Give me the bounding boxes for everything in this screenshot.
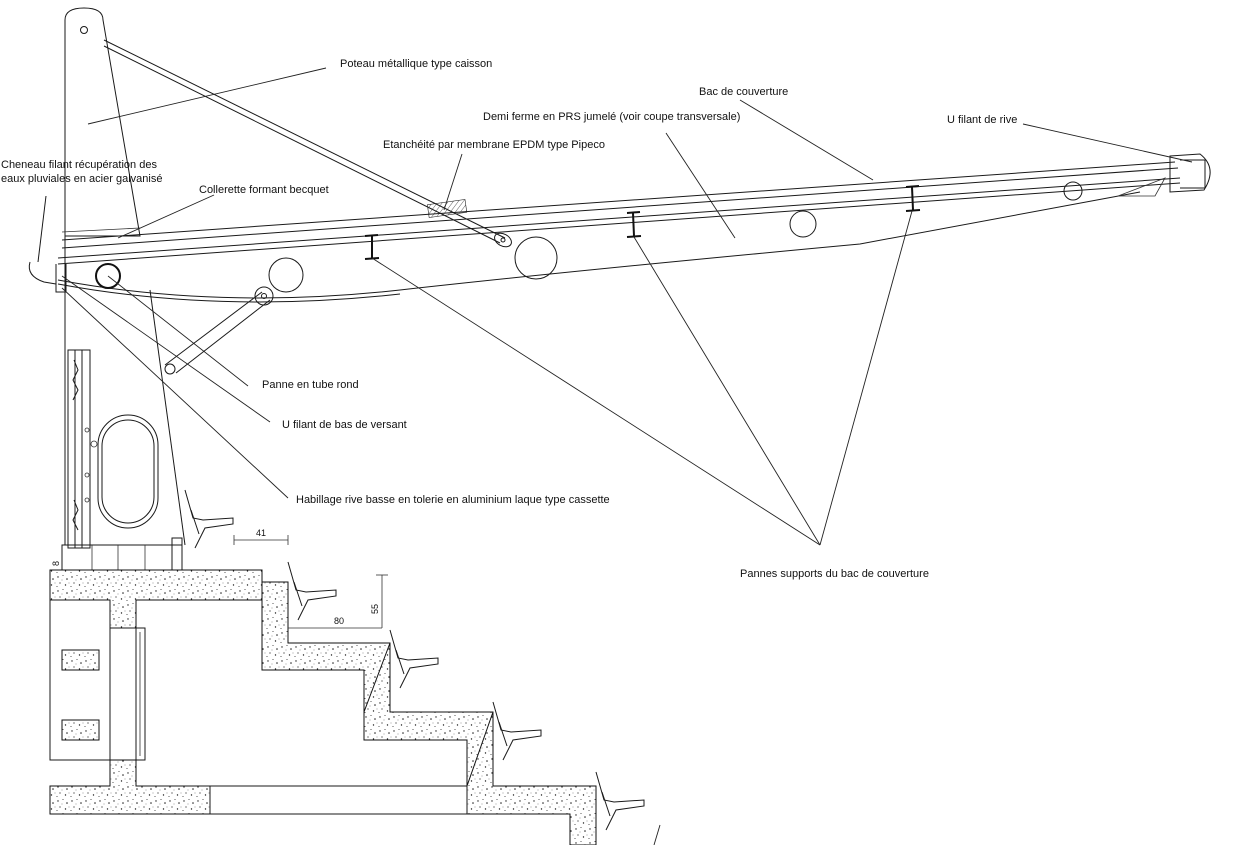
round-tube-purlin (95, 263, 121, 289)
i-beam-purlins (364, 185, 921, 260)
label-panne-tube: Panne en tube rond (262, 379, 359, 391)
seat (287, 561, 337, 621)
label-bac: Bac de couverture (699, 86, 788, 98)
gutter (28, 261, 57, 285)
label-pannes-supports: Pannes supports du bac de couverture (740, 568, 929, 580)
truss-hole (1063, 181, 1083, 201)
callout-labels: Poteau métallique type caisson Bac de co… (1, 58, 1017, 580)
dimension-41: 41 (256, 528, 266, 538)
seat (492, 701, 542, 761)
guard-railing (67, 349, 159, 549)
label-habillage: Habillage rive basse en tolerie en alumi… (296, 494, 610, 506)
label-u-rive: U filant de rive (947, 114, 1017, 126)
concrete-block (61, 719, 100, 741)
truss-hole (514, 236, 558, 280)
seat (389, 629, 439, 689)
label-collerette: Collerette formant becquet (199, 184, 329, 196)
dimension-80: 80 (334, 616, 344, 626)
concrete-block (61, 649, 100, 671)
i-beam (626, 211, 642, 238)
stay-cable (103, 39, 512, 248)
half-truss (28, 153, 1211, 375)
steel-column (64, 7, 186, 546)
label-demi-ferme: Demi ferme en PRS jumelé (voir coupe tra… (483, 111, 740, 123)
label-cheneau-line1: Cheneau filant récupération des (1, 159, 157, 171)
truss-hole (268, 257, 304, 293)
truss-hole (789, 210, 817, 238)
i-beam (905, 185, 921, 212)
concrete-stands (49, 537, 597, 845)
label-poteau: Poteau métallique type caisson (340, 58, 492, 70)
leader-lines (61, 67, 1193, 845)
stadium-seats (184, 489, 645, 831)
seat (595, 771, 645, 831)
dimension-55: 55 (370, 604, 380, 614)
seat (184, 489, 234, 549)
label-cheneau-line2: eaux pluviales en acier galvanisé (1, 173, 162, 185)
label-u-bas: U filant de bas de versant (282, 419, 407, 431)
dimension-lines: 41 80 55 8 (51, 528, 388, 629)
label-etancheite: Etanchéité par membrane EPDM type Pipeco (383, 139, 605, 151)
i-beam (364, 234, 380, 260)
oval-opening (97, 414, 159, 529)
dimension-8: 8 (51, 561, 61, 566)
